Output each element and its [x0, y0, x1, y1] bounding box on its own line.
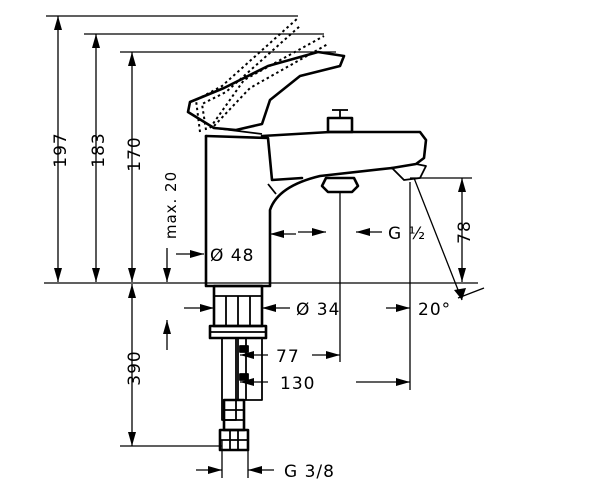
- dim-170: 170: [125, 136, 145, 171]
- dim-diameter-34: Ø 34: [296, 300, 340, 320]
- dim-77: 77: [276, 347, 300, 367]
- dim-diameter-48: Ø 48: [210, 246, 254, 266]
- mounting-assembly: [208, 284, 268, 452]
- dim-thread-g-3-8: G 3/8: [284, 462, 335, 482]
- dim-angle-20: 20°: [418, 300, 451, 320]
- dimension-lines-horizontal: [176, 182, 411, 478]
- dim-390: 390: [125, 350, 145, 385]
- dim-78: 78: [455, 220, 475, 244]
- dim-130: 130: [280, 374, 315, 394]
- dim-thread-g-half: G ½: [388, 224, 426, 244]
- dim-197: 197: [51, 132, 71, 167]
- dimension-lines-vertical: [46, 15, 472, 447]
- dim-183: 183: [89, 132, 109, 167]
- dim-max-20: max. 20: [162, 171, 180, 239]
- faucet-body: [186, 17, 485, 301]
